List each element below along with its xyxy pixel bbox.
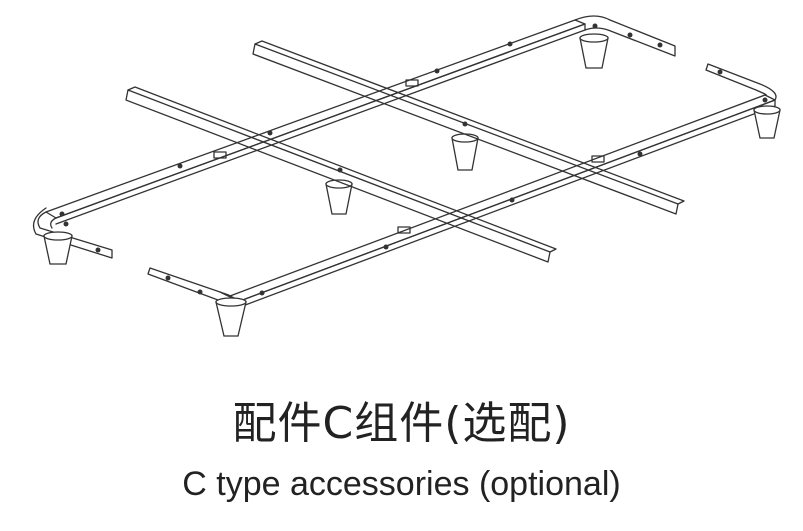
caption-chinese: 配件C组件(选配) [232,398,571,449]
leg-back-right [753,105,781,139]
caption-english: C type accessories (optional) [182,465,621,503]
cross-bar-left [125,86,557,263]
leg-center-left [325,179,353,215]
leg-center-right [451,133,479,171]
left-frame-right-corner [574,15,676,57]
left-frame-back-rail [45,19,586,225]
leg-front-left [43,231,73,265]
right-frame-front-rail [229,94,776,308]
leg-back-left [579,33,609,69]
bed-frame-drawing [32,15,781,337]
cross-bar-right [252,40,685,215]
leg-front-right [215,297,247,337]
left-frame-left-corner [32,207,113,259]
bolts [59,23,768,296]
right-frame-right-corner [705,63,777,101]
brackets [213,79,605,234]
